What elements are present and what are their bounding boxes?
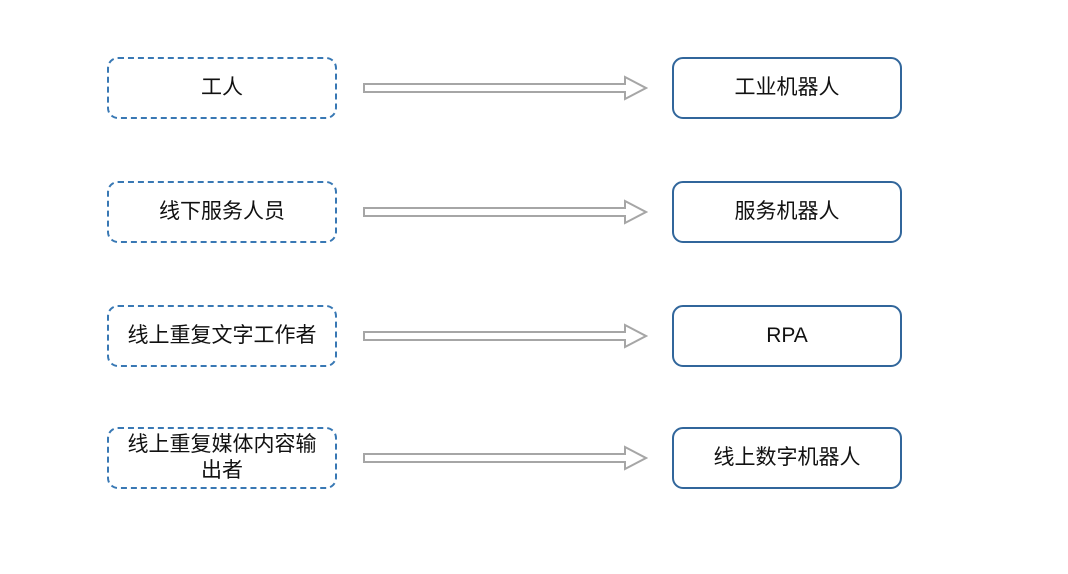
source-label: 线上重复文字工作者 bbox=[127, 324, 317, 347]
diagram-row: 线上重复媒体内容输出者 线上数字机器人 bbox=[0, 427, 1068, 489]
target-box-rpa: RPA bbox=[672, 305, 902, 367]
diagram-row: 线下服务人员 服务机器人 bbox=[0, 181, 1068, 243]
diagram-row: 线上重复文字工作者 RPA bbox=[0, 305, 1068, 367]
source-label: 工人 bbox=[201, 76, 243, 99]
target-label: 服务机器人 bbox=[734, 200, 840, 223]
source-label: 线上重复媒体内容输出者 bbox=[127, 433, 317, 482]
target-label: 工业机器人 bbox=[734, 76, 840, 99]
right-arrow-icon bbox=[363, 75, 648, 101]
source-box-offline-service-staff: 线下服务人员 bbox=[107, 181, 337, 243]
target-label: 线上数字机器人 bbox=[713, 446, 861, 469]
diagram-row: 工人 工业机器人 bbox=[0, 57, 1068, 119]
right-arrow-icon bbox=[363, 445, 648, 471]
source-box-online-text-worker: 线上重复文字工作者 bbox=[107, 305, 337, 367]
right-arrow-icon bbox=[363, 323, 648, 349]
source-label: 线下服务人员 bbox=[159, 200, 285, 223]
source-box-online-media-output: 线上重复媒体内容输出者 bbox=[107, 427, 337, 489]
target-box-online-digital-robot: 线上数字机器人 bbox=[672, 427, 902, 489]
target-box-service-robot: 服务机器人 bbox=[672, 181, 902, 243]
right-arrow-icon bbox=[363, 199, 648, 225]
target-label: RPA bbox=[766, 324, 808, 347]
source-box-worker: 工人 bbox=[107, 57, 337, 119]
target-box-industrial-robot: 工业机器人 bbox=[672, 57, 902, 119]
